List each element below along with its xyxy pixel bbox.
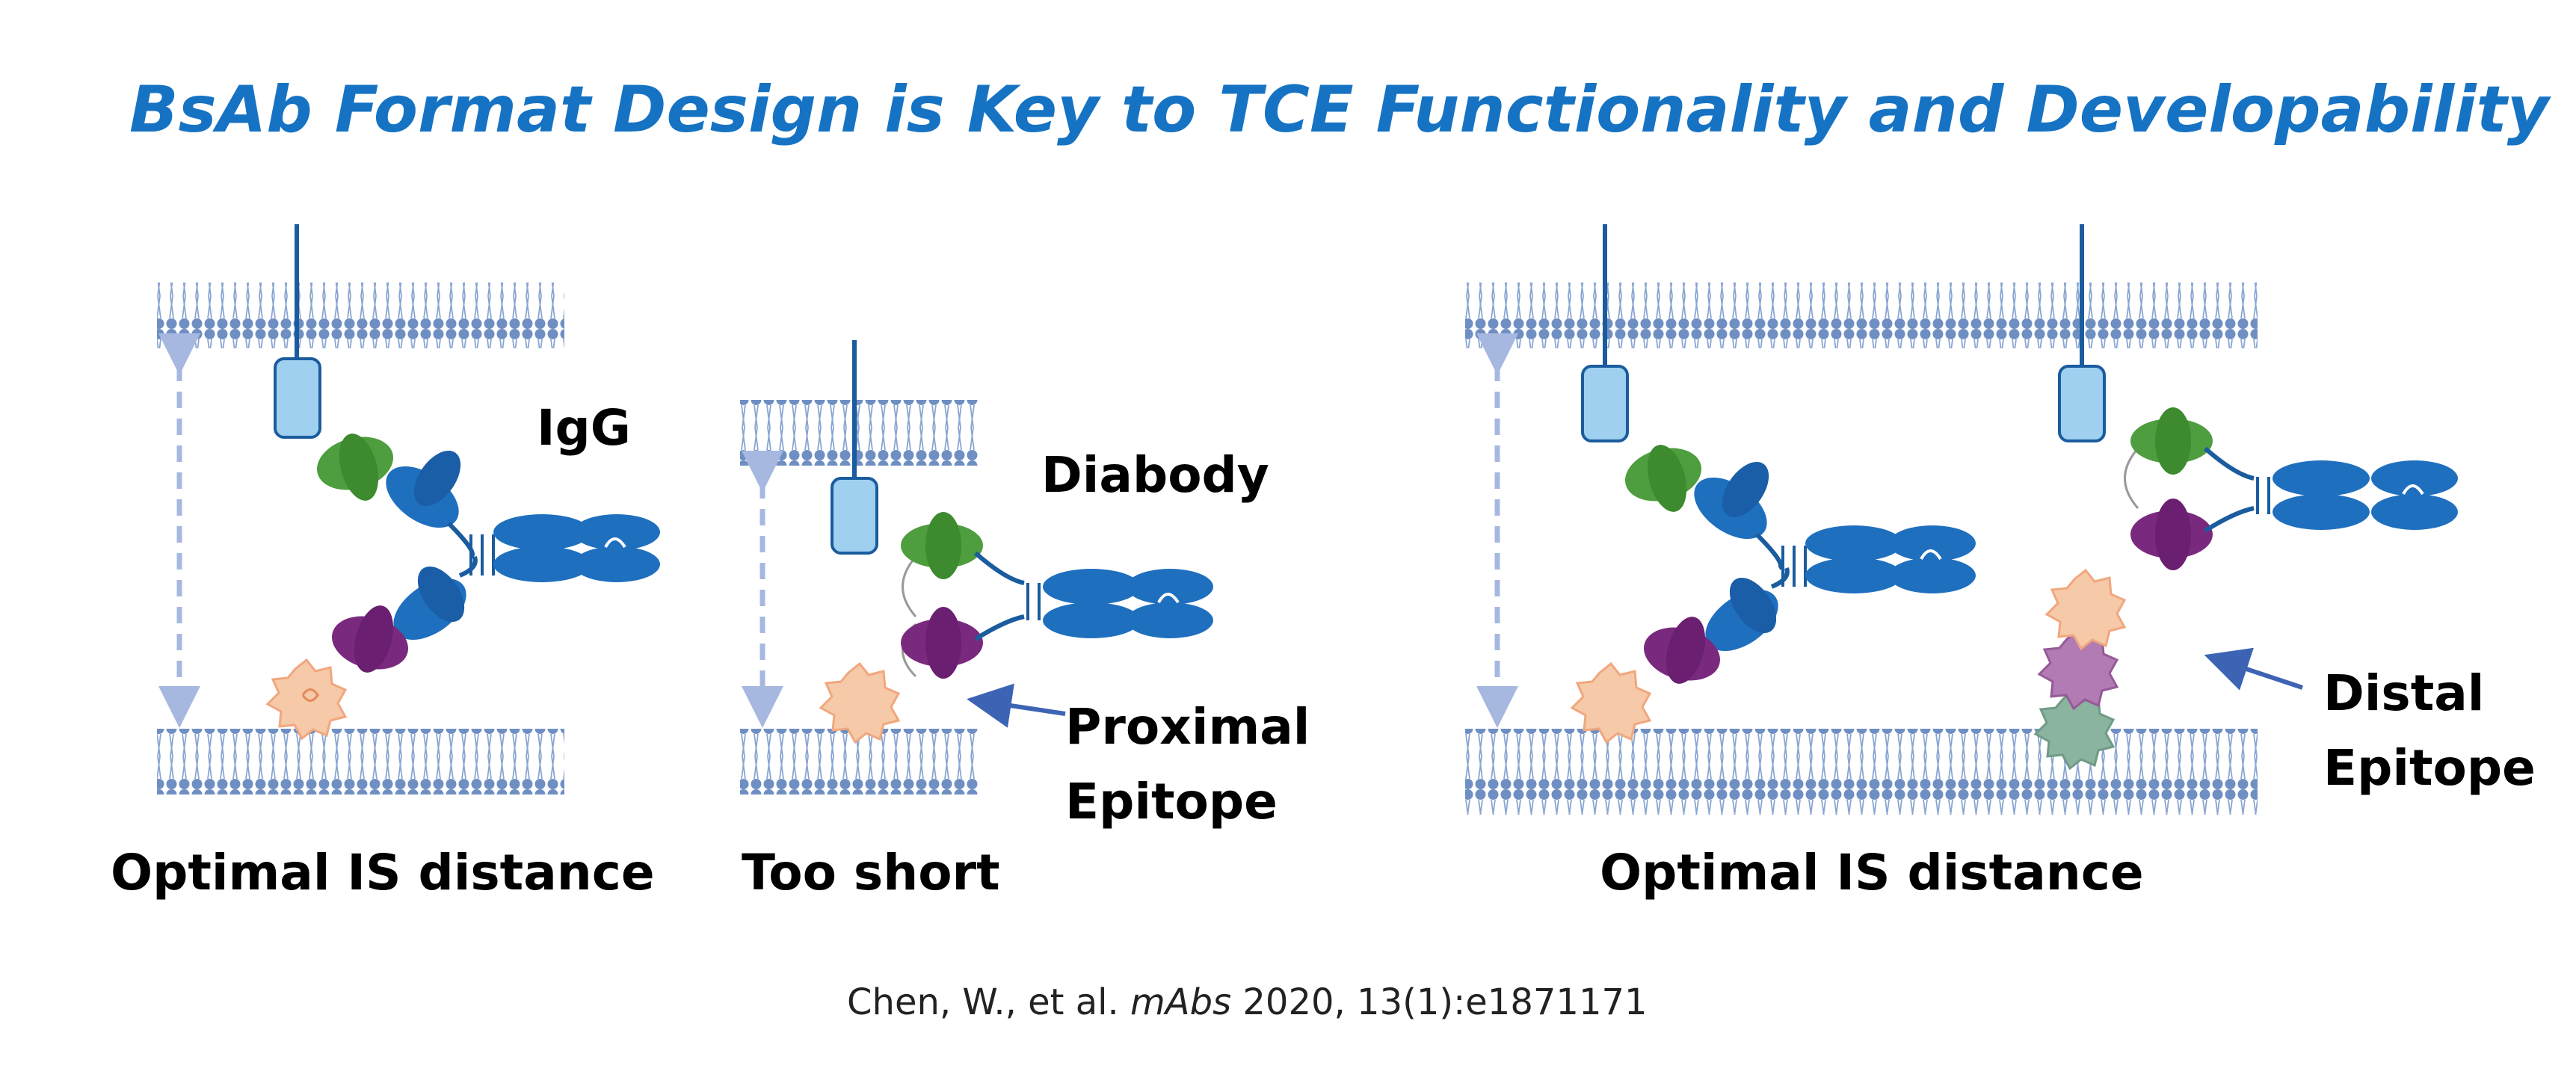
distal-epitope-label-line-1: Distal bbox=[2323, 664, 2484, 722]
tall-tumor-antigen bbox=[2033, 568, 2127, 771]
distal-epitope-label-line-2: Epitope bbox=[2323, 739, 2536, 797]
fc-ch2 bbox=[493, 514, 591, 550]
citation: Chen, W., et al. mAbs 2020, 13(1):e18711… bbox=[847, 981, 1648, 1023]
tumor-cell-membrane bbox=[157, 729, 564, 794]
citation-authors: Chen, W., et al. bbox=[847, 981, 1119, 1023]
diabody bbox=[901, 512, 1213, 679]
cd3-receptor bbox=[274, 357, 321, 439]
cd3-receptor bbox=[1581, 365, 1629, 442]
proximal-epitope-label-line-1: Proximal bbox=[1065, 698, 1310, 756]
distal-epitope-arrow bbox=[2204, 647, 2303, 691]
caption-panel-2: Too short bbox=[742, 844, 1000, 901]
tumor-antigen bbox=[265, 658, 348, 741]
t-cell-membrane bbox=[740, 400, 978, 466]
diabody bbox=[2124, 407, 2458, 570]
format-label-diabody: Diabody bbox=[1041, 446, 1269, 504]
igg-antibody bbox=[317, 433, 660, 673]
t-cell-membrane bbox=[157, 283, 564, 348]
citation-journal: mAbs bbox=[1130, 981, 1231, 1023]
cd3-receptor bbox=[2058, 365, 2106, 442]
citation-details: 2020, 13(1):e1871171 bbox=[1242, 981, 1647, 1023]
proximal-epitope-label-line-2: Epitope bbox=[1065, 773, 1278, 830]
caption-panel-3: Optimal IS distance bbox=[1600, 844, 2144, 901]
t-cell-membrane bbox=[1465, 283, 2258, 348]
caption-panel-1: Optimal IS distance bbox=[111, 844, 655, 901]
fc-ch3 bbox=[573, 514, 660, 550]
tumor-antigen bbox=[1570, 661, 1652, 744]
cd3-receptor bbox=[831, 477, 878, 555]
panel-diabody: Diabody Proximal Epitope Too short bbox=[740, 340, 1310, 901]
tumor-antigen bbox=[819, 661, 901, 744]
igg-antibody bbox=[1625, 445, 1976, 684]
proximal-epitope-arrow bbox=[967, 683, 1066, 728]
slide-title: BsAb Format Design is Key to TCE Functio… bbox=[129, 72, 2552, 147]
panel-igg: IgG Optimal IS distance bbox=[111, 224, 660, 901]
format-label-igg: IgG bbox=[537, 399, 631, 457]
tumor-cell-membrane bbox=[1465, 729, 2258, 815]
panel-comparison: Distal Epitope Optimal IS distance bbox=[1465, 224, 2536, 901]
